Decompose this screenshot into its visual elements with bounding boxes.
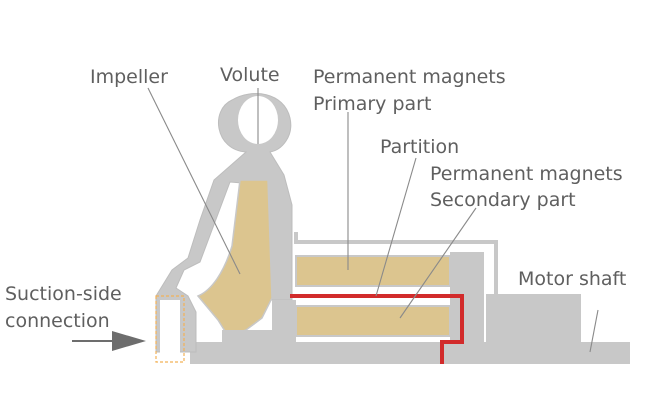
impeller-hub <box>222 330 274 346</box>
inner-rotor-plate <box>450 302 460 342</box>
leader-motor-shaft <box>589 309 599 353</box>
impeller-nose <box>198 342 224 356</box>
label-secondary-line1: Permanent magnets <box>430 163 623 185</box>
label-impeller: Impeller <box>90 66 168 88</box>
label-motor-shaft: Motor shaft <box>518 268 626 290</box>
label-primary-line2: Primary part <box>313 93 431 115</box>
primary-magnet-upper <box>295 255 451 287</box>
motor-shaft <box>190 342 630 364</box>
label-partition: Partition <box>380 136 459 158</box>
label-secondary-line2: Secondary part <box>430 189 576 211</box>
partition-can <box>290 294 464 364</box>
label-volute: Volute <box>220 64 280 86</box>
suction-connection <box>155 295 185 363</box>
connecting-shaft <box>272 300 296 344</box>
outer-cover-line <box>294 232 498 294</box>
label-primary-line1: Permanent magnets <box>313 66 506 88</box>
volute-casing <box>155 93 293 353</box>
leader-secondary <box>399 207 477 319</box>
leader-impeller <box>147 87 241 275</box>
motor-flange <box>486 294 581 342</box>
secondary-magnet-lower <box>295 305 451 337</box>
suction-inner <box>160 300 180 358</box>
impeller <box>196 179 273 337</box>
label-suction-line1: Suction-side <box>5 283 122 305</box>
leader-partition <box>375 157 417 297</box>
label-suction-line2: connection <box>5 310 110 332</box>
arrow-right-icon <box>112 331 146 351</box>
